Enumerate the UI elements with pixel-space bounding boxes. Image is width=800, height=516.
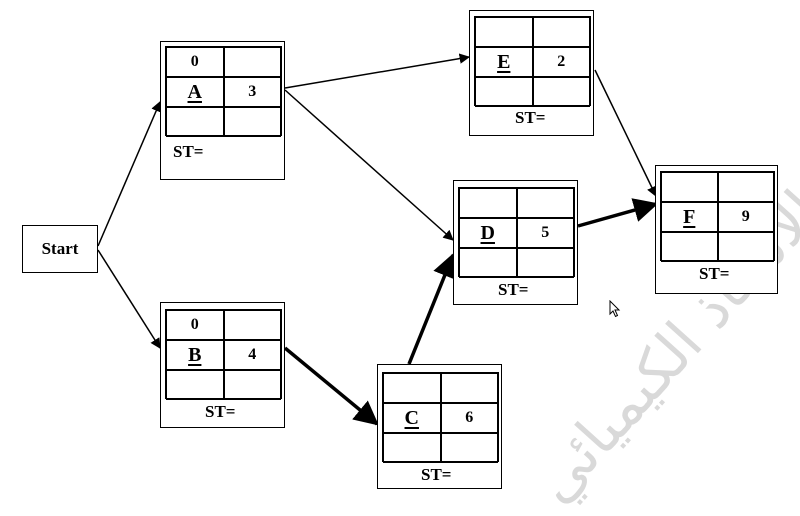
node-e-name-cell: E: [475, 47, 533, 77]
node-c-duration-cell: 6: [440, 403, 498, 433]
node-a-name-cell: A: [166, 77, 224, 107]
node-b-name-cell: B: [166, 340, 224, 370]
node-e-bottom-left: [475, 77, 533, 107]
node-c-st: ST=: [421, 465, 452, 484]
node-b-st: ST=: [205, 402, 236, 421]
start-label: Start: [41, 239, 79, 258]
node-a-name: A: [187, 80, 202, 103]
node-b-name: B: [188, 343, 202, 366]
node-d-duration: 5: [541, 224, 550, 241]
node-b-bottom-left: [166, 370, 224, 400]
node-b-grid: 0 B 4: [165, 309, 282, 400]
mouse-cursor-icon: [609, 300, 621, 318]
node-a-bottom-left: [166, 107, 224, 137]
node-d-top-left: [459, 188, 517, 218]
node-a-duration-cell: 3: [223, 77, 281, 107]
edge-start-b: [97, 249, 161, 349]
edge-a-d: [284, 89, 454, 241]
node-f-duration: 9: [741, 208, 750, 225]
node-a-es-cell: 0: [166, 47, 224, 77]
node-c-name-cell: C: [383, 403, 441, 433]
node-c-top-left: [383, 373, 441, 403]
node-e-top-right: [532, 17, 590, 47]
edge-e-f: [594, 69, 657, 197]
node-e-duration-cell: 2: [532, 47, 590, 77]
node-b-bottom-right: [223, 370, 281, 400]
edge-start-a: [97, 101, 162, 247]
start-node: Start: [22, 225, 98, 273]
node-f-duration-cell: 9: [717, 202, 774, 232]
node-f-bottom-left: [661, 232, 718, 262]
node-d-name: D: [480, 221, 495, 244]
node-c-name: C: [404, 406, 419, 429]
edge-layer: [97, 53, 659, 426]
node-f: F 9 ST=: [655, 165, 778, 294]
node-d-st: ST=: [498, 280, 529, 299]
edge-c-d: [407, 252, 457, 365]
node-c-bottom-right: [440, 433, 498, 463]
node-e-name: E: [497, 50, 511, 73]
node-e: E 2 ST=: [469, 10, 594, 136]
node-c-grid: C 6: [382, 372, 499, 463]
node-c-bottom-left: [383, 433, 441, 463]
node-c: C 6 ST=: [377, 364, 502, 489]
node-e-duration: 2: [557, 53, 566, 70]
node-a-es: 0: [190, 53, 199, 70]
node-f-st: ST=: [699, 264, 730, 283]
node-a-duration: 3: [248, 83, 257, 100]
edge-a-e: [284, 53, 471, 89]
node-d-duration-cell: 5: [516, 218, 574, 248]
node-b-es-cell: 0: [166, 310, 224, 340]
node-a: 0 A 3 ST=: [160, 41, 285, 180]
edge-b-c: [283, 346, 379, 426]
node-b-duration-cell: 4: [223, 340, 281, 370]
node-e-top-left: [475, 17, 533, 47]
node-d-bottom-right: [516, 248, 574, 278]
node-d-name-cell: D: [459, 218, 517, 248]
node-a-blank-cell: [223, 47, 281, 77]
node-e-bottom-right: [532, 77, 590, 107]
node-c-top-right: [440, 373, 498, 403]
edge-d-f: [577, 198, 659, 228]
node-a-grid: 0 A 3: [165, 46, 282, 137]
node-b-blank-cell: [223, 310, 281, 340]
node-f-name: F: [683, 205, 696, 228]
node-d-grid: D 5: [458, 187, 575, 278]
node-b-duration: 4: [248, 346, 257, 363]
node-d-top-right: [516, 188, 574, 218]
node-c-duration: 6: [465, 409, 474, 426]
node-d-bottom-left: [459, 248, 517, 278]
node-a-st: ST=: [173, 142, 204, 161]
node-f-name-cell: F: [661, 202, 718, 232]
node-f-top-left: [661, 172, 718, 202]
node-f-top-right: [717, 172, 774, 202]
node-b-es: 0: [190, 316, 199, 333]
node-f-bottom-right: [717, 232, 774, 262]
node-e-st: ST=: [515, 108, 546, 127]
node-d: D 5 ST=: [453, 180, 578, 305]
node-a-bottom-right: [223, 107, 281, 137]
node-b: 0 B 4 ST=: [160, 302, 285, 428]
node-e-grid: E 2: [474, 16, 591, 107]
node-f-grid: F 9: [660, 171, 775, 262]
